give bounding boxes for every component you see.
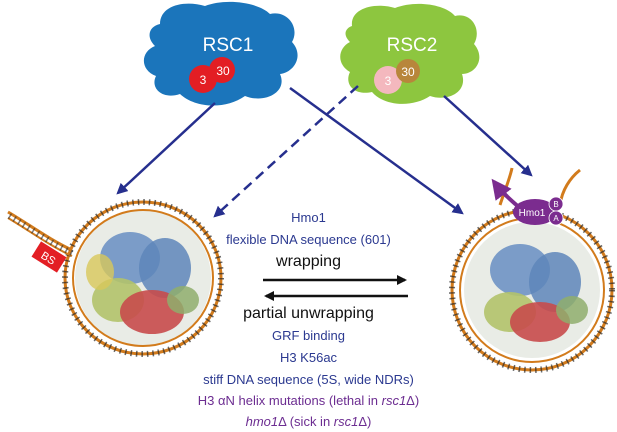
hmo1-box-b-label: B [553,200,558,209]
left-histone-core [75,210,211,346]
hmo-gene: hmo1 [245,414,279,429]
helix-suffix: ) [414,393,420,408]
hmo-delta2: Δ [358,414,368,429]
right-histone-core [464,222,600,358]
arrow-rsc2-to-left-dashed [213,85,359,218]
rsc2-subunit-30 [396,59,420,83]
rsc1-label: RSC1 [203,35,254,56]
hmo1-protein [513,199,557,225]
hmo-suffix: ) [367,414,372,429]
rsc2-subunit-3-label: 3 [385,74,392,88]
hmo1-box-a-label: A [553,214,559,223]
nucleosome-right: Hmo1 B A [449,167,615,373]
bs-tag [31,241,67,273]
label-stiff-dna: stiff DNA sequence (5S, wide NDRs) [203,372,414,387]
label-wrapping: wrapping [276,253,341,270]
arrow-rsc1-to-right [289,86,464,215]
rsc2-label: RSC2 [387,35,438,56]
rsc2-subunit-3 [374,66,402,94]
helix-gene: rsc1 [381,393,407,408]
rsc1-subunit-30 [209,57,235,83]
helix-delta: Δ [406,393,415,408]
label-h3-k56ac: H3 K56ac [279,350,338,365]
hmo1-label: Hmo1 [519,208,546,219]
nucleosome-left: BS [6,199,224,357]
left-dna-wrap [6,199,224,357]
hmo-delta: Δ [278,414,287,429]
rsc1-complex: RSC1 3 30 [143,1,298,106]
arrow-rsc2-to-right [443,95,533,177]
helix-prefix: H3 [197,393,219,408]
label-hmo1: Hmo1 [291,210,326,225]
hmo-gene2: rsc1 [333,414,359,429]
helix-alpha: α [218,393,226,408]
rsc1-subunit-3-label: 3 [200,73,207,87]
rsc2-subunit-30-label: 30 [401,65,415,79]
hmo1-box-a [548,210,564,226]
label-hmo1-deletion: hmo1Δ (sick in rsc1Δ) [0,414,617,430]
label-partial-unwrapping: partial unwrapping [243,305,374,322]
label-flexible-dna: flexible DNA sequence (601) [226,232,391,247]
rsc2-complex: RSC2 3 30 [340,3,480,104]
rsc1-subunit-30-label: 30 [216,64,230,78]
recruitment-arrows [116,85,533,218]
label-h3-alphaN-mutations: H3 αN helix mutations (lethal in rsc1Δ) [0,393,617,409]
helix-middle: N helix mutations (lethal in [225,393,382,408]
rsc1-body [143,1,298,106]
hmo-middle: (sick in [286,414,334,429]
left-linker-dna [7,210,73,252]
label-grf-binding: GRF binding [272,328,345,343]
arrow-rsc1-to-left [116,102,216,195]
